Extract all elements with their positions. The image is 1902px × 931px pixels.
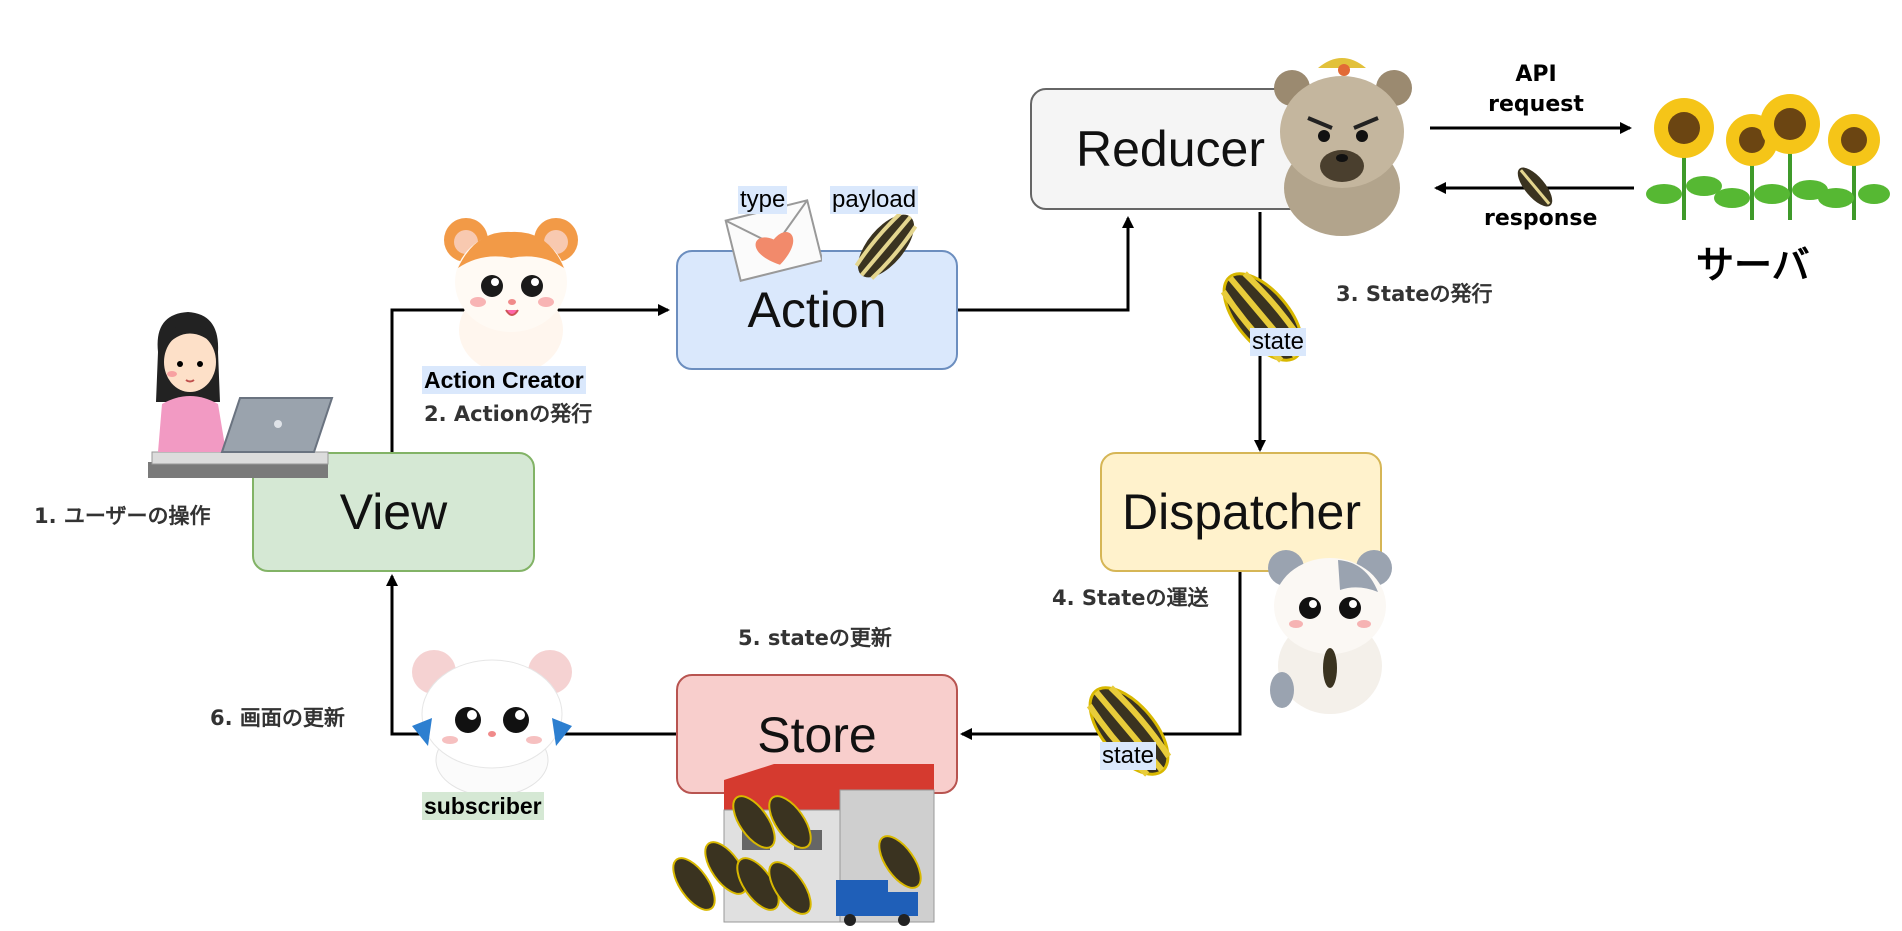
step-1-label: 1. ユーザーの操作 (34, 504, 211, 528)
reducer-hamster-icon (1274, 58, 1412, 236)
arrow-action-to-reducer (956, 216, 1134, 312)
arrow-dispatcher-to-store (960, 572, 1242, 740)
store-warehouse-icon (672, 764, 935, 926)
step-5-label: 5. stateの更新 (738, 626, 892, 650)
server-label: サーバ (1696, 243, 1810, 287)
payload-seed-icon (854, 212, 918, 280)
dispatcher-node: Dispatcher (1100, 452, 1382, 572)
user-at-laptop-icon (148, 312, 334, 478)
action-payload-label: payload (830, 186, 919, 214)
action-creator-label: Action Creator (422, 366, 586, 394)
arrow-view-to-action (390, 304, 670, 452)
api-request-label: API request (1488, 62, 1584, 117)
reducer-node: Reducer (1030, 88, 1310, 210)
action-creator-hamster-icon (444, 218, 578, 372)
step-4-label: 4. Stateの運送 (1052, 586, 1209, 610)
state-label-store: state (1100, 742, 1157, 770)
response-label: response (1484, 206, 1598, 231)
step-3-label: 3. Stateの発行 (1336, 282, 1493, 306)
response-seed-icon (1517, 167, 1553, 207)
dispatcher-hamster-icon (1268, 550, 1392, 714)
action-type-label: type (738, 186, 788, 214)
subscriber-hamster-icon (412, 650, 572, 796)
server-sunflowers-icon (1646, 94, 1890, 220)
view-node: View (252, 452, 535, 572)
step-6-label: 6. 画面の更新 (210, 706, 345, 730)
arrow-store-to-view (386, 574, 676, 736)
subscriber-label: subscriber (422, 792, 544, 820)
state-label-dispatcher: state (1250, 328, 1307, 356)
step-2-label: 2. Actionの発行 (424, 402, 593, 426)
